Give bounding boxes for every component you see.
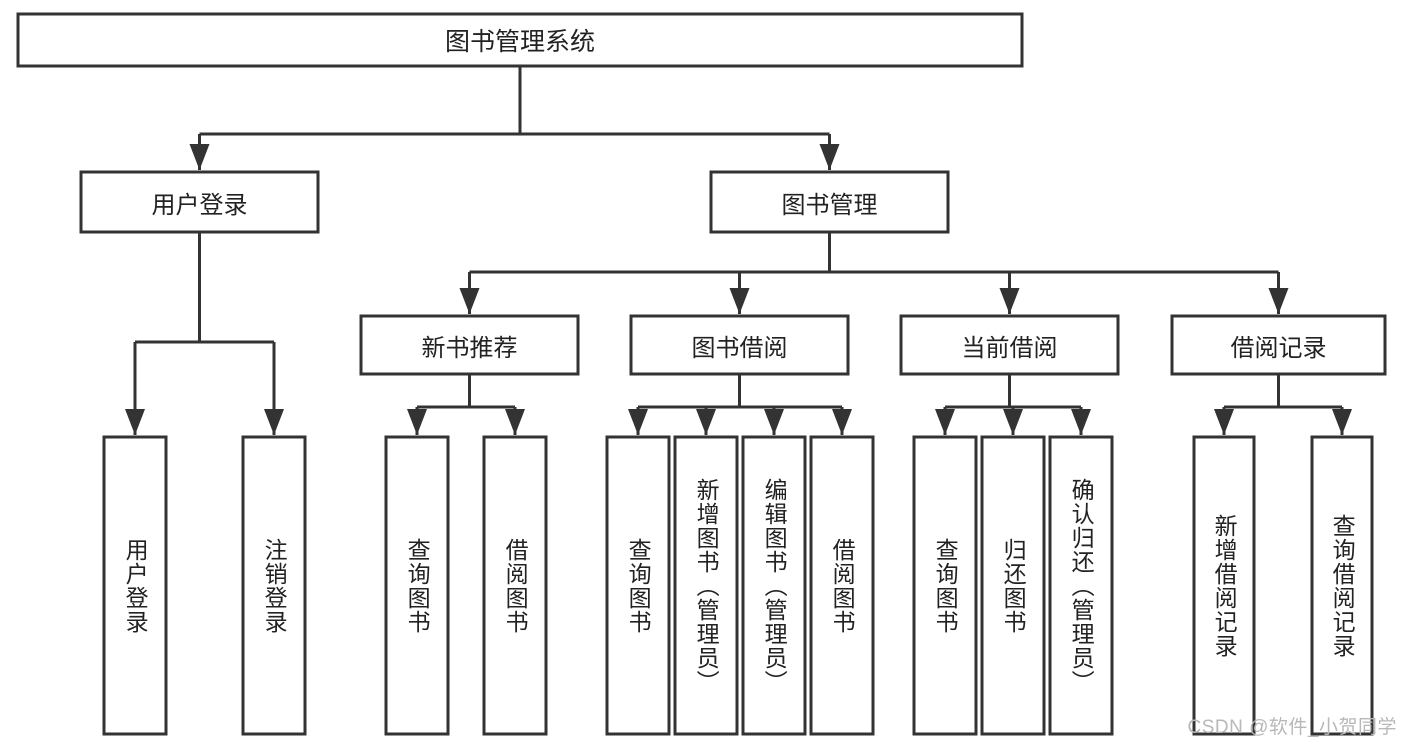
node-leaf-query-book-current[interactable] (912, 435, 978, 736)
arrow-head-icon (819, 144, 840, 170)
node-leaf-borrow-book[interactable] (809, 435, 875, 736)
node-book-borrow[interactable] (629, 314, 850, 376)
arrow-head-icon (999, 288, 1020, 314)
arrow-head-icon (1332, 409, 1352, 435)
arrow-head-icon (935, 409, 955, 435)
arrow-head-icon (764, 409, 784, 435)
node-borrow-record[interactable] (1170, 314, 1387, 376)
node-leaf-logout-login[interactable] (241, 435, 307, 736)
arrow-head-icon (1071, 409, 1091, 435)
connectors-layer (125, 66, 1352, 435)
node-leaf-user-login[interactable] (102, 435, 168, 736)
watermark-text: CSDN @软件_小贺同学 (1187, 717, 1397, 738)
node-leaf-confirm-return[interactable] (1048, 435, 1114, 736)
arrow-head-icon (125, 409, 145, 435)
node-leaf-query-borrow-record[interactable] (1310, 435, 1374, 736)
arrow-head-icon (459, 288, 480, 314)
node-book-manage[interactable] (709, 170, 950, 234)
node-root-root[interactable] (16, 12, 1024, 68)
arrow-head-icon (407, 409, 427, 435)
node-leaf-query-book-rec[interactable] (384, 435, 450, 736)
arrow-head-icon (1003, 409, 1023, 435)
arrow-head-icon (729, 288, 750, 314)
arrow-head-icon (189, 144, 210, 170)
node-new-book-recommend[interactable] (359, 314, 580, 376)
node-user-login[interactable] (79, 170, 320, 234)
arrow-head-icon (832, 409, 852, 435)
arrow-head-icon (1214, 409, 1234, 435)
node-leaf-edit-book[interactable] (741, 435, 807, 736)
arrow-head-icon (505, 409, 525, 435)
arrow-head-icon (264, 409, 284, 435)
node-leaf-borrow-book-rec[interactable] (482, 435, 548, 736)
arrow-head-icon (1268, 288, 1289, 314)
arrow-head-icon (696, 409, 716, 435)
node-leaf-add-book[interactable] (673, 435, 739, 736)
node-current-borrow[interactable] (899, 314, 1120, 376)
boxes-layer (16, 12, 1387, 736)
arrow-head-icon (628, 409, 648, 435)
node-leaf-query-book-borrow[interactable] (605, 435, 671, 736)
node-leaf-add-borrow-record[interactable] (1192, 435, 1256, 736)
node-leaf-return-book[interactable] (980, 435, 1046, 736)
